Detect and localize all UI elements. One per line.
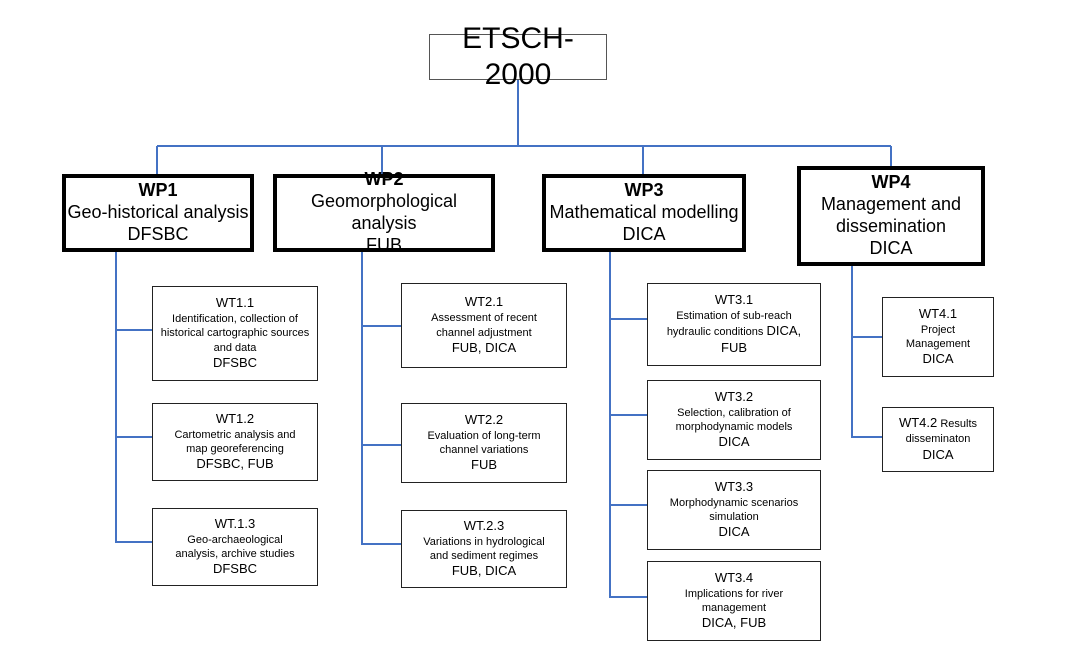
wp1-box: WP1 Geo-historical analysis DFSBC [62,174,254,252]
wt-partners: FUB [721,340,747,356]
wt-description: Estimation of sub-reach hydraulic condit… [652,309,816,340]
wt4-2-box: WT4.2 Results disseminaton DICA [882,407,994,472]
wt-code: WT4.2 [898,415,938,431]
wt-code: WT4.1 [918,305,958,321]
wt-partners: DFSBC, FUB [196,456,274,472]
wt-description: Morphodynamic scenarios simulation [669,496,799,523]
connector-wp1-spine [115,252,152,543]
wt2-1-box: WT2.1 Assessment of recent channel adjus… [401,283,567,368]
wt-partners: DICA [922,351,954,367]
wt-code: WT2.2 [464,411,504,427]
wp2-code: WP2 [364,169,404,190]
connector-wp2-spine [361,252,401,545]
wp3-partners: DICA [622,223,666,244]
wt-code: WT3.4 [714,569,754,585]
wt2-3-box: WT.2.3 Variations in hydrological and se… [401,510,567,588]
wt2-2-box: WT2.2 Evaluation of long-term channel va… [401,403,567,483]
wt-description: Identification, collection of historical… [160,313,310,354]
wt-description: Evaluation of long-term channel variatio… [427,429,541,456]
wt-description: Assessment of recent channel adjustment [431,312,537,339]
wt-code-line: WT4.2 Results [899,415,977,432]
wt-code: WT3.2 [714,388,754,404]
wt3-4-box: WT3.4 Implications for river management … [647,561,821,641]
wt-code: WT2.1 [464,294,504,310]
wt-partners: DICA, FUB [701,615,767,631]
wp4-title-line1: Management and [820,194,962,215]
wt-partners: DFSBC [212,561,258,577]
connector-wp3-spine [609,252,647,598]
wt4-1-box: WT4.1 Project Management DICA [882,297,994,377]
wt-partners: DFSBC [212,354,258,370]
wt-description: Geo-archaeological analysis, archive stu… [175,533,295,560]
wp3-code: WP3 [624,180,664,201]
wt3-3-box: WT3.3 Morphodynamic scenarios simulation… [647,470,821,550]
wt-description: disseminaton [905,433,971,446]
root-title: ETSCH-2000 [462,22,574,91]
wt-partners: DICA [922,446,954,462]
wt1-2-box: WT1.2 Cartometric analysis and map geore… [152,403,318,481]
wt-description-text: Estimation of sub-reach hydraulic condit… [666,309,792,339]
wp4-partners: DICA [869,237,913,258]
wt-code: WT1.2 [215,410,255,426]
wt-description: Selection, calibration of morphodynamic … [675,406,793,433]
wt-description: Project Management [905,323,971,350]
root-box: ETSCH-2000 [429,22,607,91]
wt-partners: FUB [471,457,497,473]
wt-partners-inline: DICA, [766,323,802,339]
wp2-title: Geomorphological analysis [310,191,458,233]
wt1-3-box: WT.1.3 Geo-archaeological analysis, arch… [152,508,318,586]
wt-description: Implications for river management [684,587,784,614]
wt-description: Cartometric analysis and map georeferenc… [174,428,296,455]
wp1-title: Geo-historical analysis [67,202,249,223]
wp4-box: WP4 Management and dissemination DICA [797,166,985,266]
wt1-1-box: WT1.1 Identification, collection of hist… [152,286,318,381]
wt-partners: DICA [718,434,750,450]
wt-code: WT3.3 [714,478,754,494]
wp1-code: WP1 [138,180,178,201]
wp3-box: WP3 Mathematical modelling DICA [542,174,746,252]
connector-wp4-spine [851,266,882,438]
wp2-box: WP2 Geomorphological analysis FUB [273,169,495,255]
wt3-2-box: WT3.2 Selection, calibration of morphody… [647,380,821,460]
wt-partners: FUB, DICA [451,339,517,355]
wt-partners: FUB, DICA [451,563,517,579]
wt-code: WT3.1 [714,292,754,308]
wp2-partners: FUB [366,234,402,255]
wt-description: Variations in hydrological and sediment … [423,535,545,562]
wt-description-inline: Results [940,418,978,431]
wt-code: WT1.1 [215,295,255,311]
wp3-title: Mathematical modelling [549,202,739,223]
wt-code: WT.1.3 [214,515,256,531]
wt-partners: DICA [718,524,750,540]
wp4-title-line2: dissemination [835,216,947,236]
wt-code: WT.2.3 [463,517,505,533]
wp4-code: WP4 [871,172,911,193]
wt3-1-box: WT3.1 Estimation of sub-reach hydraulic … [647,283,821,366]
wp1-partners: DFSBC [127,223,189,244]
